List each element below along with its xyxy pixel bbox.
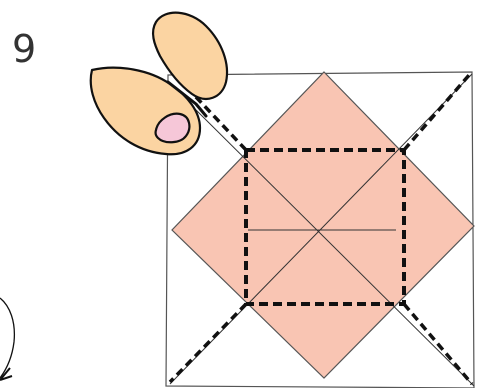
- curved-arrow-icon: [0, 298, 14, 380]
- curved-arrow-path: [0, 298, 14, 378]
- step-number: 9: [12, 27, 36, 71]
